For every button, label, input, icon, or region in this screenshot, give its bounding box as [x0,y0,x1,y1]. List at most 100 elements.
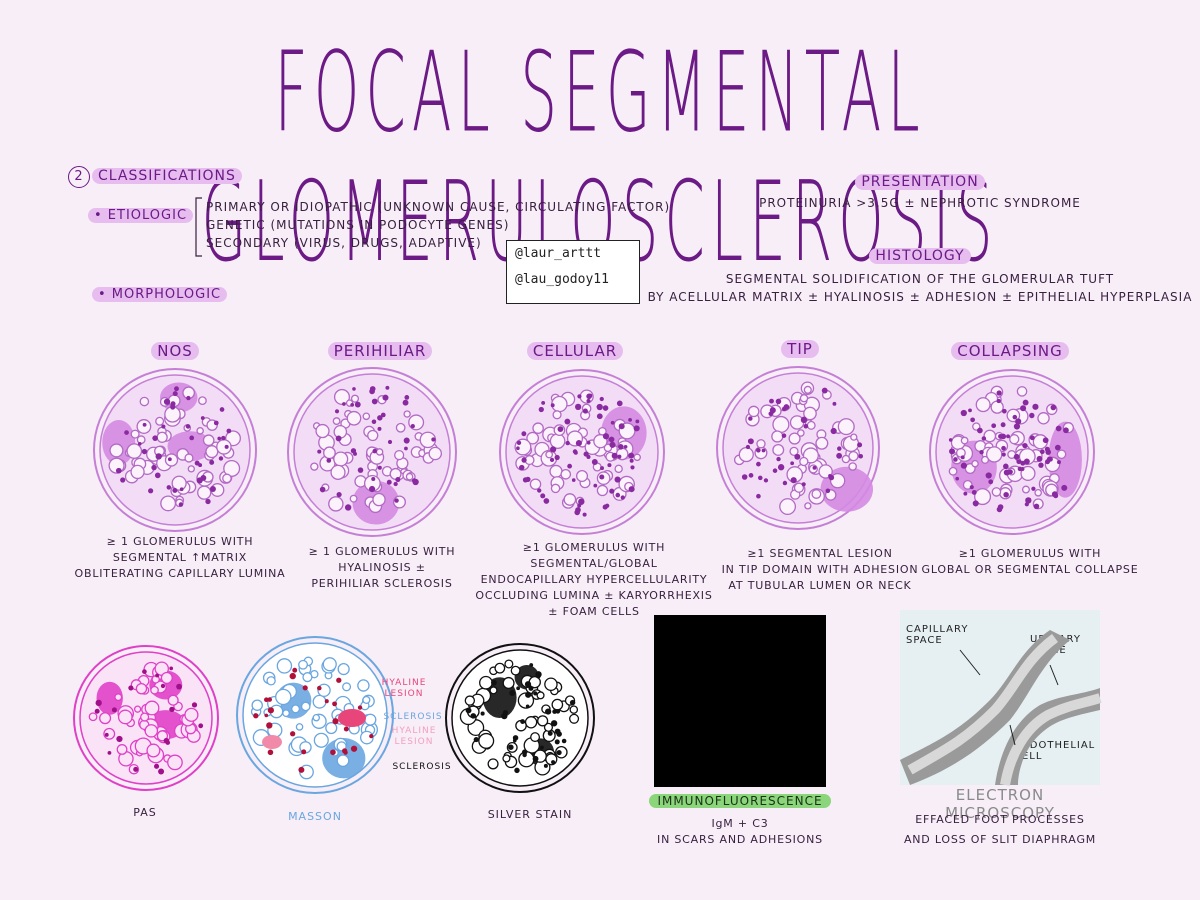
nucleus [609,441,616,448]
nucleus [803,423,809,429]
subtype-desc-collapsing: ≥1 GLOMERULUS WITH GLOBAL OR SEGMENTAL C… [920,546,1140,578]
nucleus [615,492,621,498]
nucleus [623,444,628,449]
capillary-loop [394,449,405,461]
subtype-title-perihiliar: PERIHILIAR [300,342,460,360]
capillary-loop [560,468,572,480]
nucleus [221,435,226,441]
nucleus [569,699,576,706]
nucleus [599,474,605,480]
nucleus [502,709,509,716]
label-line: CELL [1014,751,1043,762]
masson-hyaline-lesion-label-2: HYALINE LESION [384,726,444,748]
capillary-loop [1009,434,1020,445]
etiologic-item: GENETIC (MUTATIONS IN PODOCYTE GENES) [206,218,510,232]
nucleus [380,412,386,418]
nucleus [567,463,573,469]
nucleus [985,472,992,479]
capillary-loop [837,418,855,436]
nucleus [267,707,275,714]
capillary-loop [313,732,329,748]
capillary-loop [1034,488,1042,497]
nucleus [298,766,305,773]
nucleus [602,433,610,440]
nucleus [602,504,608,510]
nucleus [350,745,358,752]
nucleus [1055,425,1062,432]
nucleus [858,453,864,459]
nucleus [630,465,635,470]
capillary-loop [772,443,785,456]
nucleus [402,399,409,406]
subtype-title-nos: NOS [110,342,240,360]
capillary-loop [333,388,351,405]
capillary-loop [960,436,969,445]
nucleus [1020,405,1027,412]
capillary-loop [772,415,790,434]
capillary-loop [569,713,580,724]
capillary-loop [981,455,990,464]
nucleus [179,487,184,492]
nucleus [600,466,604,471]
nucleus [209,459,215,465]
nucleus [1002,408,1007,414]
capillary-loop [974,488,992,506]
nucleus [582,408,588,414]
nucleus [120,477,126,483]
handle: @lau_godoy11 [515,272,609,287]
nucleus [1001,445,1006,451]
nucleus [395,477,401,483]
nucleus [748,472,754,478]
masson-sclerosis-label: SCLEROSIS [383,712,443,722]
nucleus [629,458,634,463]
nucleus [756,493,761,499]
capillary-loop [310,462,319,471]
nucleus [141,448,148,455]
nucleus [330,749,336,756]
capillary-loop [130,429,140,439]
nucleus [166,485,172,490]
section-number: 2 [68,166,90,188]
bowman-capsule [929,369,1095,535]
em-capillary-label: CAPILLARY SPACE [906,624,976,646]
capillary-loop [144,724,159,738]
desc-line: ≥1 GLOMERULUS WITH [958,547,1102,560]
nucleus [172,391,178,397]
nucleus [532,755,539,762]
capillary-loop [155,416,165,426]
hyaline-lesion [338,709,366,727]
label-line: SPACE [906,635,943,646]
nucleus [1000,422,1006,428]
capillary-loop [198,396,207,406]
nucleus [142,669,147,674]
nucleus [176,683,182,690]
nucleus [586,398,591,403]
nucleus [596,413,603,420]
nucleus [324,699,329,704]
capillary-loop [478,732,495,749]
capillary-loop [350,394,360,403]
nucleus [781,406,787,412]
nucleus [972,500,979,507]
capillary-loop [362,412,371,421]
masson-hyaline-lesion-label: HYALINE LESION [374,678,434,700]
nucleus [264,713,269,718]
nucleus [317,685,322,691]
silver-sclerosis-label: SCLEROSIS [392,762,452,772]
nucleus [155,673,160,678]
nucleus [1031,486,1036,491]
nucleus [1032,403,1039,410]
capillary-loop [146,743,161,758]
capillary-loop [799,456,809,467]
nucleus [949,448,956,455]
nucleus [960,462,967,469]
nucleus [1006,434,1011,439]
capillary-loop [419,431,437,449]
nucleus [968,408,972,413]
nucleus [490,679,497,686]
nucleus [1022,399,1029,406]
capillary-loop [510,665,521,676]
capillary-loop [362,695,371,704]
nucleus [371,419,377,425]
capillary-loop [403,410,411,418]
